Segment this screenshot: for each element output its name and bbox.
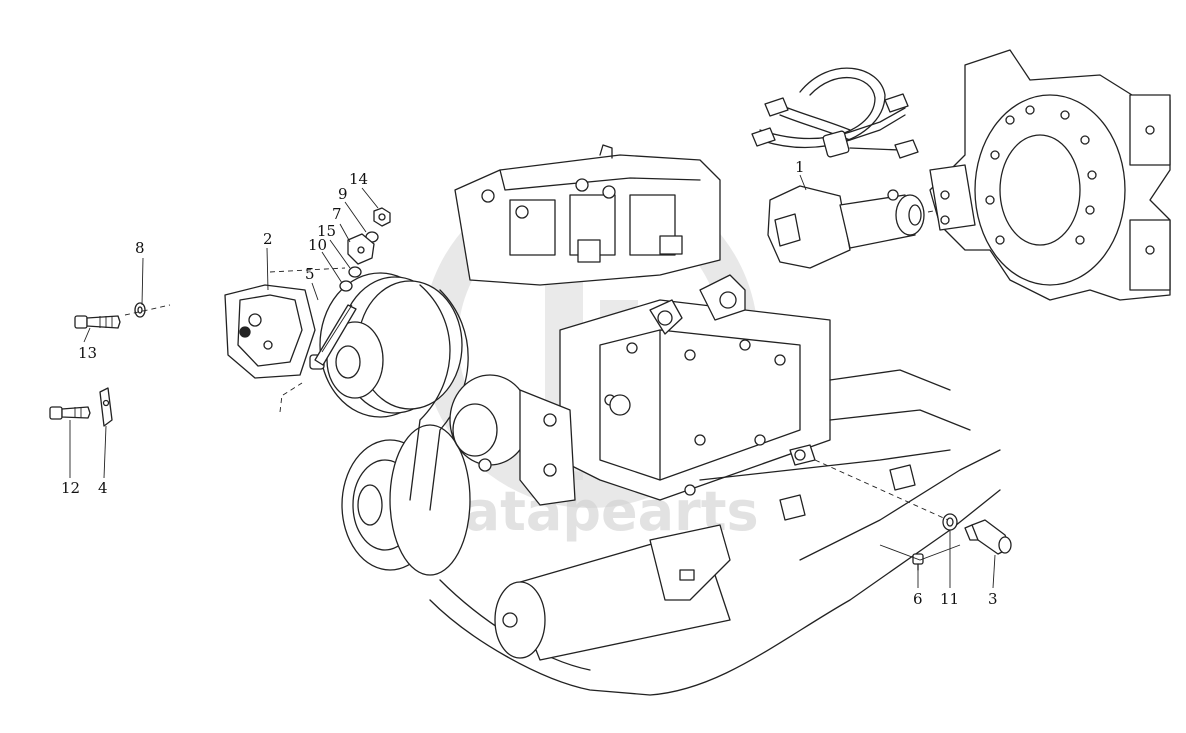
bracket-4 xyxy=(99,387,113,427)
assembly-line xyxy=(879,544,961,561)
bolt-6 xyxy=(912,553,924,571)
callout-3: 3 xyxy=(988,590,998,608)
washer-11 xyxy=(942,513,958,531)
leader-lines xyxy=(69,174,996,589)
block-7 xyxy=(347,233,375,265)
callout-14: 14 xyxy=(349,170,368,188)
callout-12: 12 xyxy=(61,479,80,497)
callout-10: 10 xyxy=(308,236,327,254)
flywheel-housing xyxy=(929,49,1171,301)
assembly-line xyxy=(269,267,346,413)
washer-15 xyxy=(348,266,362,278)
front-pulley-assembly xyxy=(319,272,576,576)
sensor-mount xyxy=(779,444,916,521)
washer-8 xyxy=(134,302,146,318)
callout-7: 7 xyxy=(332,205,342,223)
lower-starter xyxy=(494,524,731,661)
callout-6: 6 xyxy=(913,590,923,608)
callout-1: 1 xyxy=(795,158,805,176)
assembly-line xyxy=(124,304,171,316)
callout-11: 11 xyxy=(940,590,959,608)
tension-bar xyxy=(314,304,357,366)
callout-13: 13 xyxy=(78,344,97,362)
callout-5: 5 xyxy=(305,265,315,283)
starter-motor xyxy=(767,185,966,269)
sensor-3 xyxy=(964,519,1012,555)
wire-harness xyxy=(751,67,919,159)
bolt-13 xyxy=(74,315,121,329)
callout-9: 9 xyxy=(338,185,348,203)
alternator xyxy=(224,284,325,379)
engine-block xyxy=(429,144,1001,696)
callout-15: 15 xyxy=(317,222,336,240)
nut-14 xyxy=(373,207,391,227)
assembly-line xyxy=(814,459,949,521)
bolt-12 xyxy=(49,406,91,420)
washer-10 xyxy=(339,280,353,292)
callout-4: 4 xyxy=(98,479,108,497)
housing-bolt-holes xyxy=(985,105,1155,255)
callout-2: 2 xyxy=(263,230,273,248)
callout-8: 8 xyxy=(135,239,145,257)
